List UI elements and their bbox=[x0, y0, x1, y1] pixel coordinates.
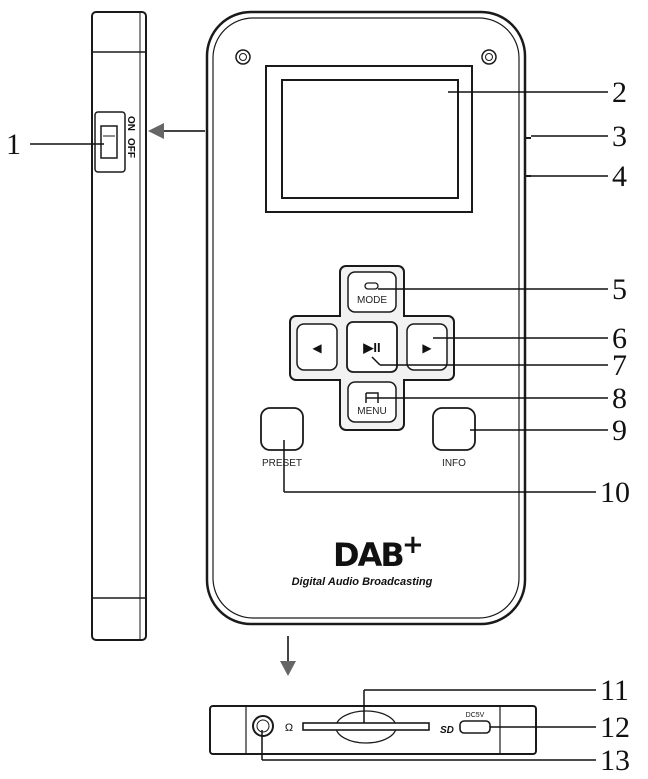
menu-label: MENU bbox=[357, 406, 386, 417]
mode-label: MODE bbox=[357, 295, 387, 306]
arrow-to-side bbox=[148, 123, 205, 139]
mode-button[interactable] bbox=[347, 271, 397, 313]
play-pause-button[interactable] bbox=[346, 321, 398, 373]
headphone-icon: Ω bbox=[285, 722, 293, 734]
callout-2: 2 bbox=[612, 76, 627, 109]
sd-card-slot[interactable] bbox=[302, 722, 430, 731]
dab-logo-tagline: Digital Audio Broadcasting bbox=[292, 576, 433, 588]
power-switch[interactable] bbox=[100, 125, 118, 159]
dc-label: DC5V bbox=[466, 712, 485, 719]
right-button[interactable] bbox=[406, 323, 448, 371]
switch-off-label: OFF bbox=[125, 138, 136, 158]
screw-icon-top-right bbox=[481, 49, 497, 65]
callout-7: 7 bbox=[612, 349, 627, 382]
right-arrow-icon: ▶ bbox=[422, 341, 432, 355]
arrow-to-bottom bbox=[280, 636, 296, 676]
switch-on-label: ON bbox=[125, 116, 136, 131]
callout-10: 10 bbox=[600, 476, 630, 509]
dab-logo: DAB + Digital Audio Broadcasting bbox=[292, 530, 433, 588]
side-view: ON OFF bbox=[91, 11, 147, 641]
preset-button[interactable] bbox=[260, 407, 304, 451]
display-screen bbox=[281, 79, 459, 199]
dc-port[interactable] bbox=[459, 720, 491, 734]
callout-numbers: 1 2 3 4 5 6 7 8 9 10 11 12 13 bbox=[6, 76, 630, 777]
menu-icon bbox=[365, 392, 379, 403]
preset-label: PRESET bbox=[262, 458, 302, 469]
front-view: MODE ◀ ▶II ▶ MENU PRESET INFO DAB + Digi… bbox=[205, 10, 531, 626]
callout-3: 3 bbox=[612, 120, 627, 153]
leader-7 bbox=[371, 356, 381, 366]
device-inner-shell bbox=[212, 17, 520, 619]
callout-5: 5 bbox=[612, 273, 627, 306]
dab-logo-text: DAB bbox=[333, 536, 403, 574]
callout-8: 8 bbox=[612, 382, 627, 415]
callout-1: 1 bbox=[6, 128, 21, 161]
left-button[interactable] bbox=[296, 323, 338, 371]
sd-label: SD bbox=[440, 725, 454, 736]
bottom-view: Ω SD DC5V bbox=[209, 705, 537, 755]
callout-6: 6 bbox=[612, 322, 627, 355]
info-button[interactable] bbox=[432, 407, 476, 451]
info-label: INFO bbox=[442, 458, 466, 469]
device-outer-shell bbox=[205, 10, 527, 626]
display-frame bbox=[265, 65, 473, 213]
callout-13: 13 bbox=[600, 744, 630, 777]
left-arrow-icon: ◀ bbox=[312, 341, 322, 355]
callout-12: 12 bbox=[600, 711, 630, 744]
screw-icon-top-left bbox=[235, 49, 251, 65]
headphone-jack[interactable] bbox=[252, 715, 274, 737]
menu-button[interactable] bbox=[347, 381, 397, 423]
play-pause-icon: ▶II bbox=[362, 340, 380, 355]
side-view-body bbox=[91, 11, 147, 641]
callout-11: 11 bbox=[600, 674, 629, 707]
bottom-view-body bbox=[209, 705, 537, 755]
callout-leaders bbox=[30, 91, 608, 761]
mode-icon bbox=[364, 282, 379, 290]
power-switch-housing bbox=[94, 111, 126, 173]
callout-9: 9 bbox=[612, 414, 627, 447]
callout-4: 4 bbox=[612, 160, 627, 193]
dab-logo-plus: + bbox=[402, 530, 424, 560]
